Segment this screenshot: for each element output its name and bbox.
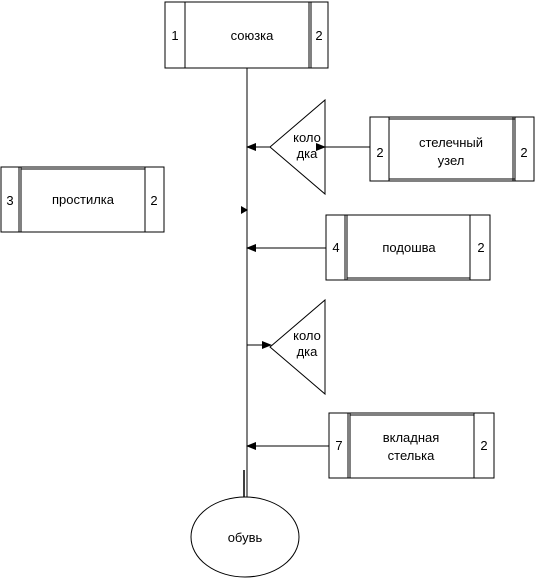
soyuzka-label: союзка: [231, 28, 275, 43]
component-soyuzka: 1 союзка 2: [164, 1, 329, 69]
stelechny-uzel-right-number: 2: [520, 145, 527, 160]
vkladnaya-stelka-label-line2: стелька: [388, 448, 435, 463]
assembly-line-mark: [241, 206, 248, 214]
kolodka-upper-line1: коло: [293, 130, 321, 145]
tool-kolodka-upper: коло дка: [246, 98, 370, 196]
component-stelechny-uzel: 2 стелечный узел 2: [369, 116, 535, 182]
vkladnaya-stelka-right-number: 2: [480, 438, 487, 453]
vkladnaya-stelka-label-line1: вкладная: [383, 430, 440, 445]
stelechny-uzel-label-line2: узел: [438, 153, 465, 168]
component-prostilka: 3 простилка 2: [0, 166, 165, 233]
podoshva-right-number: 2: [477, 240, 484, 255]
component-vkladnaya-stelka: 7 вкладная стелька 2: [246, 412, 495, 479]
stelechny-uzel-left-number: 2: [376, 145, 383, 160]
component-podoshva: 4 подошва 2: [246, 214, 491, 281]
kolodka-lower-line1: коло: [293, 328, 321, 343]
podoshva-left-number: 4: [332, 240, 339, 255]
prostilka-right-number: 2: [150, 193, 157, 208]
kolodka-lower-line2: дка: [297, 344, 319, 359]
soyuzka-right-number: 2: [315, 28, 322, 43]
obuv-label: обувь: [228, 530, 263, 545]
result-obuv: обувь: [190, 496, 300, 578]
prostilka-left-number: 3: [6, 193, 13, 208]
tool-kolodka-lower: коло дка: [247, 298, 326, 396]
podoshva-label: подошва: [382, 240, 436, 255]
soyuzka-left-number: 1: [171, 28, 178, 43]
stelechny-uzel-label-line1: стелечный: [419, 135, 483, 150]
prostilka-label: простилка: [52, 192, 115, 207]
vkladnaya-stelka-left-number: 7: [335, 438, 342, 453]
kolodka-upper-line2: дка: [297, 146, 319, 161]
